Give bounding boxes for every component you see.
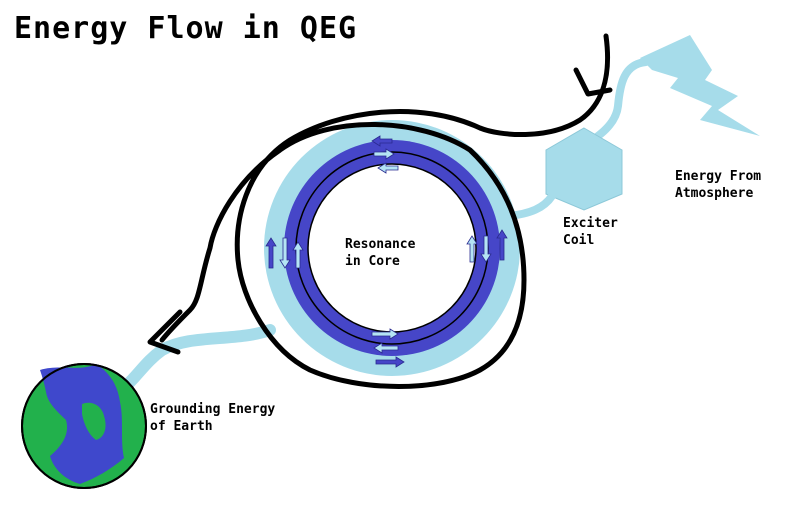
atmosphere-label-line2: Atmosphere — [675, 186, 753, 201]
flow-arrow-icon — [573, 67, 613, 97]
flow-arrow-icon — [377, 162, 399, 174]
earth-globe-icon — [21, 363, 147, 489]
flow-arrow-icon — [373, 148, 395, 160]
flow-arrow-icon — [480, 235, 492, 263]
core-label-line1: Resonance — [345, 237, 416, 252]
resonance-core — [264, 120, 520, 376]
flow-arrow-icon — [466, 235, 478, 263]
flow-arrow-icon — [147, 309, 183, 355]
diagram-title: Energy Flow in QEG — [14, 11, 357, 46]
exciter-label-line1: Exciter — [563, 216, 618, 231]
core-label-line2: in Core — [345, 254, 400, 269]
flow-arrow-icon — [371, 328, 399, 340]
ground-label-line1: Grounding Energy — [150, 402, 275, 417]
energy-flow-spiral — [159, 33, 611, 389]
lightning-bolt-icon — [640, 35, 760, 136]
exciter-label-line2: Coil — [563, 233, 594, 248]
atmosphere-label-line1: Energy From — [675, 169, 761, 184]
flow-arrow-icon — [371, 135, 393, 147]
flow-arrow-icon — [496, 229, 508, 261]
flow-arrow-icon — [279, 237, 291, 269]
hexagon-coil-icon — [545, 127, 623, 211]
flow-arrow-icon — [373, 342, 399, 354]
core-flow-arrows — [265, 135, 508, 368]
ground-label-line2: of Earth — [150, 419, 213, 434]
flow-arrow-icon — [292, 241, 304, 269]
flow-arrow-icon — [375, 356, 405, 368]
flow-arrow-icon — [265, 237, 277, 269]
